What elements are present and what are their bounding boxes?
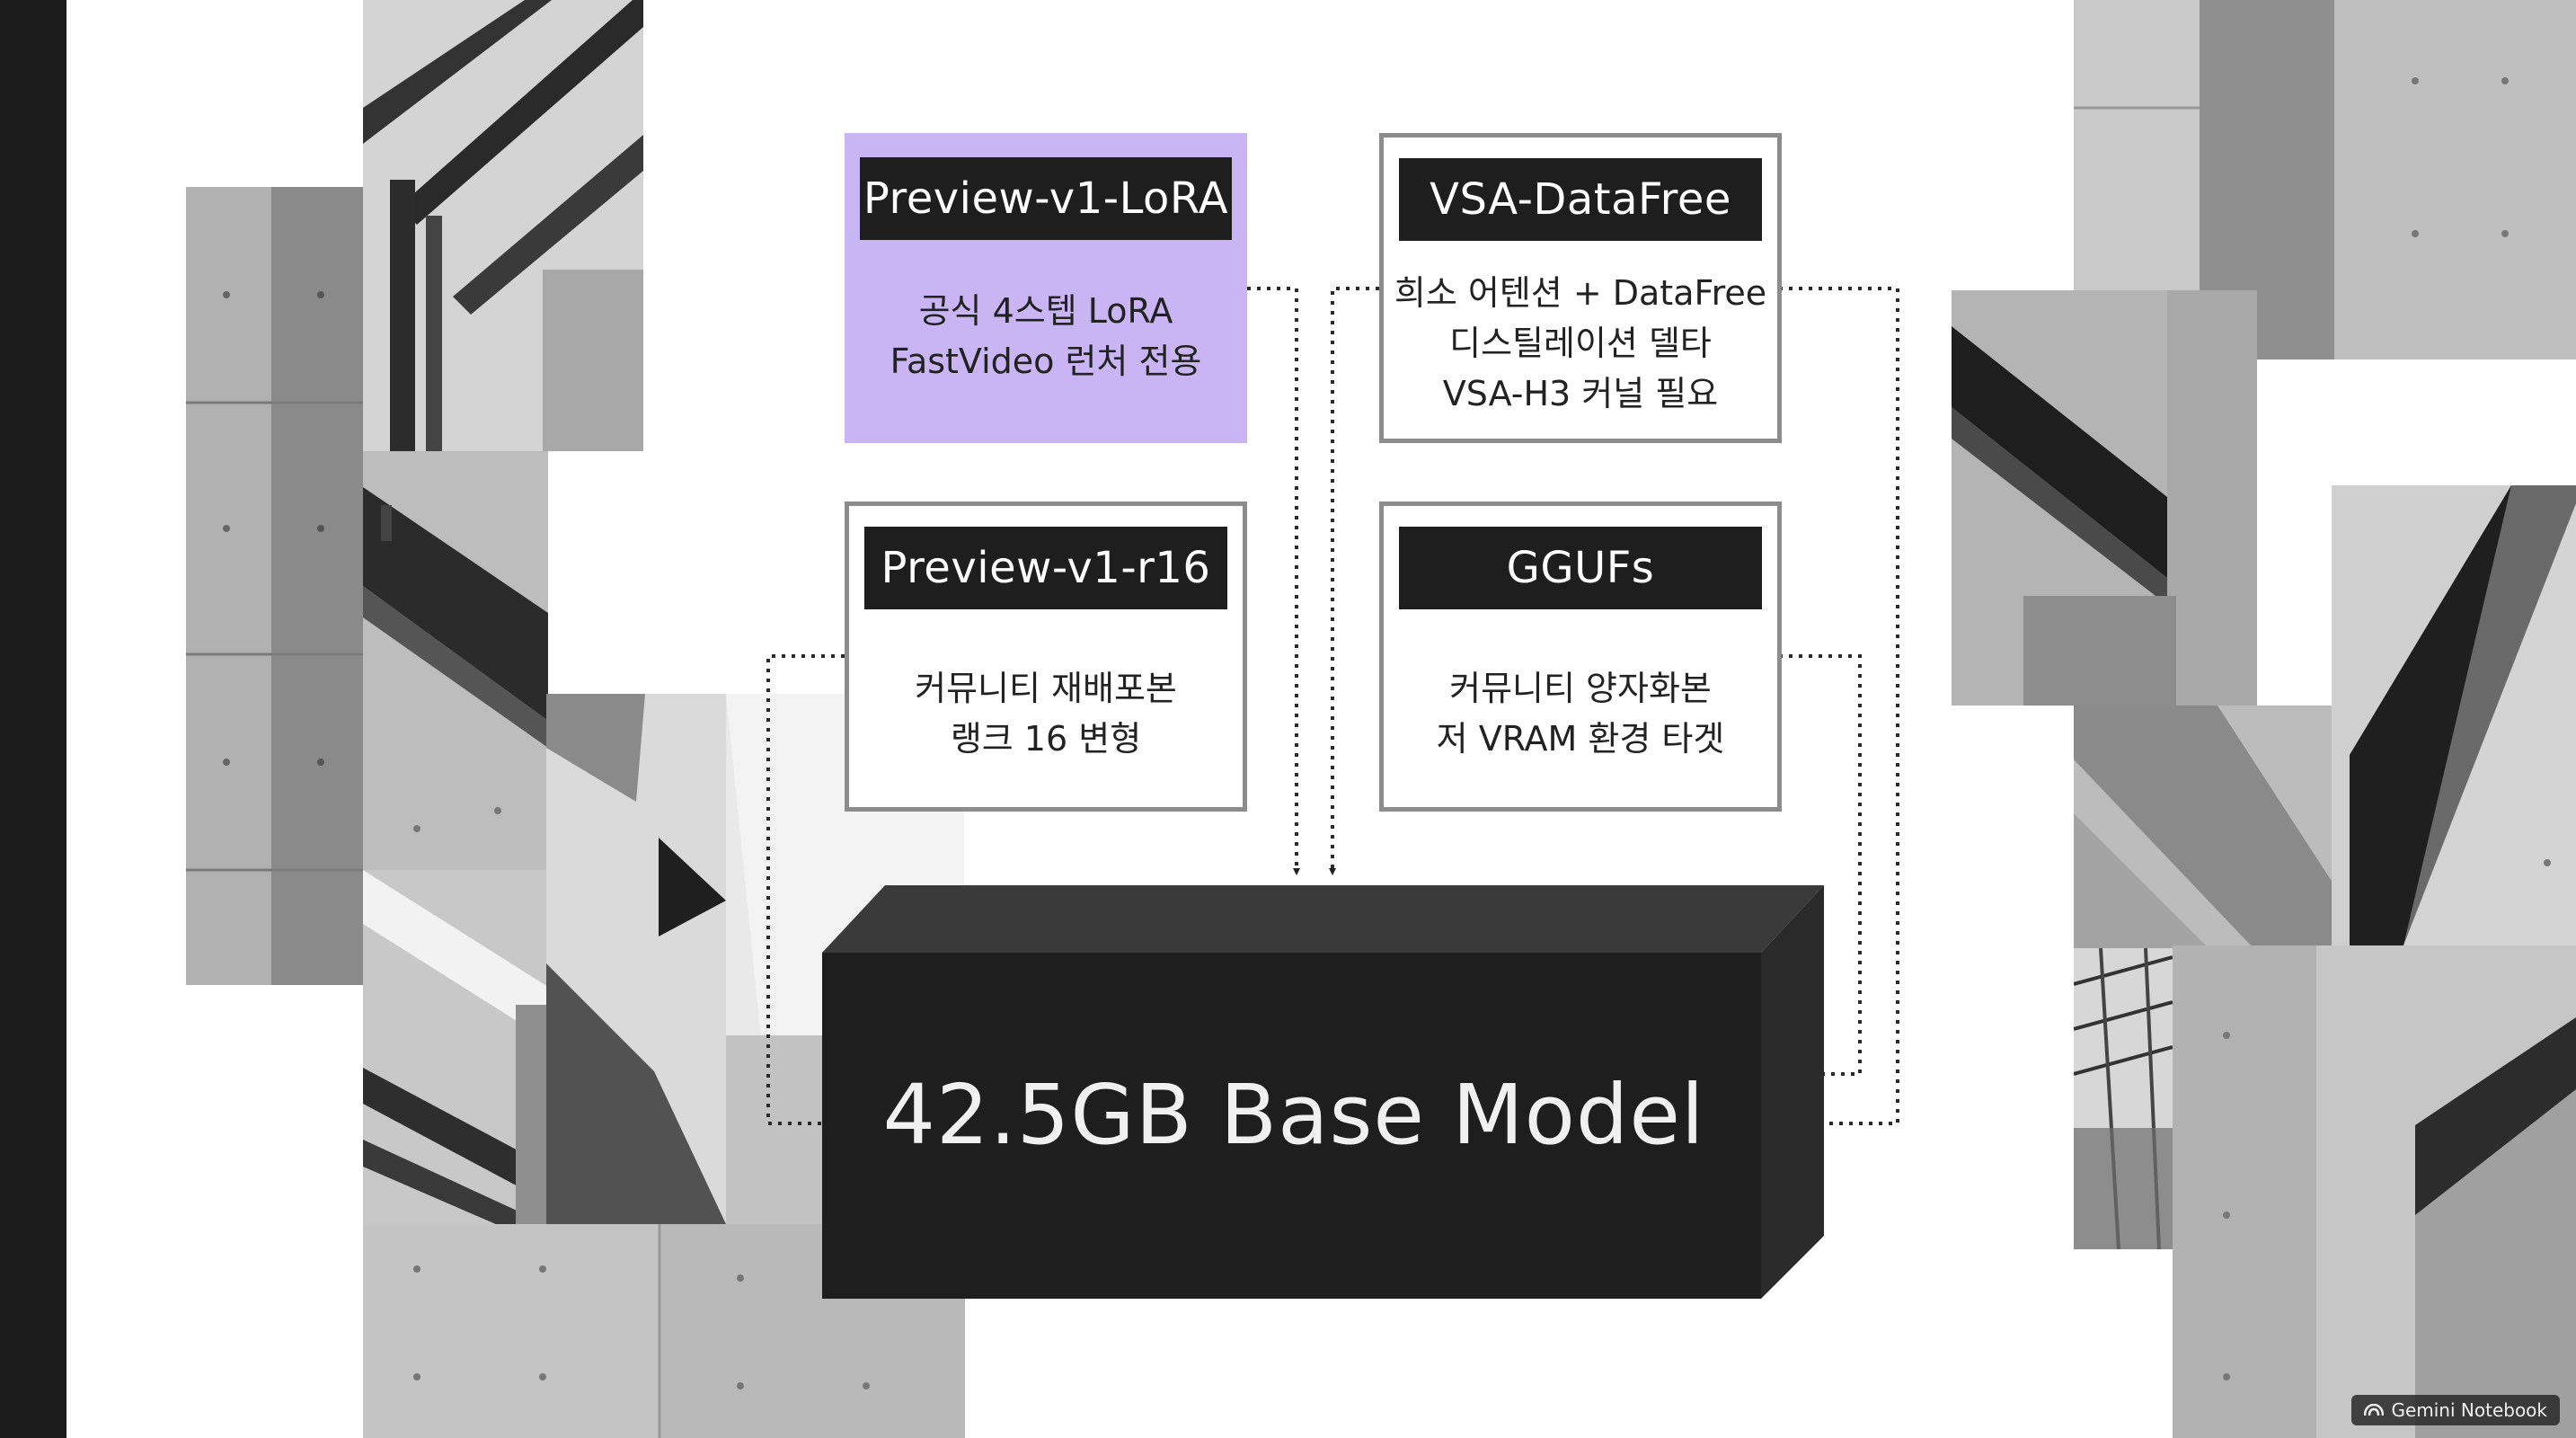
card-preview-v1-lora: Preview-v1-LoRA 공식 4스텝 LoRA FastVideo 런처…	[845, 133, 1247, 443]
concrete-angles-photo	[546, 694, 964, 1224]
card-title: Preview-v1-r16	[864, 527, 1227, 609]
card-line: FastVideo 런처 전용	[890, 342, 1202, 381]
card-title: Preview-v1-LoRA	[860, 157, 1232, 240]
card-line: 커뮤니티 재배포본	[915, 669, 1177, 708]
card-line: 커뮤니티 양자화본	[1449, 669, 1712, 708]
card-title: GGUFs	[1399, 527, 1762, 609]
card-line: 디스틸레이션 델타	[1449, 324, 1712, 363]
connector-preview-v1-lora	[1247, 287, 1300, 875]
glass-roof-photo	[2074, 948, 2173, 1249]
gemini-notebook-icon	[2364, 1404, 2385, 1416]
connector-vsa-datafree-outer	[1779, 287, 1899, 1125]
dark-wedge-photo	[2332, 485, 2576, 945]
left-dark-bar	[0, 0, 66, 1438]
card-preview-v1-r16: Preview-v1-r16 커뮤니티 재배포본 랭크 16 변형	[845, 502, 1247, 812]
steel-beams-photo-top	[363, 0, 643, 451]
card-description: 공식 4스텝 LoRA FastVideo 런처 전용	[845, 286, 1247, 386]
connector-ggufs	[1779, 654, 1862, 1076]
card-line: 랭크 16 변형	[950, 719, 1142, 759]
card-line: 공식 4스텝 LoRA	[918, 291, 1173, 331]
card-ggufs: GGUFs 커뮤니티 양자화본 저 VRAM 환경 타겟	[1379, 502, 1782, 812]
concrete-structure-photo-bottom-right	[2173, 945, 2576, 1438]
steel-frame-photo-low	[363, 870, 548, 1225]
steel-beam-photo-right	[1952, 290, 2257, 706]
concrete-wall-photo-bottom	[363, 1224, 965, 1438]
connector-vsa-datafree	[1329, 287, 1379, 875]
card-line: 희소 어텐션 + DataFree	[1394, 273, 1767, 313]
watermark-label: Gemini Notebook	[2391, 1399, 2547, 1421]
card-title: VSA-DataFree	[1399, 158, 1762, 241]
gemini-notebook-badge: Gemini Notebook	[2351, 1395, 2560, 1425]
card-vsa-datafree: VSA-DataFree 희소 어텐션 + DataFree 디스틸레이션 델타…	[1379, 133, 1782, 443]
card-description: 커뮤니티 재배포본 랭크 16 변형	[849, 663, 1243, 764]
card-line: 저 VRAM 환경 타겟	[1436, 719, 1725, 759]
concrete-beam-photo-mid	[363, 451, 548, 870]
concrete-column-photo	[186, 187, 366, 985]
card-description: 커뮤니티 양자화본 저 VRAM 환경 타겟	[1384, 663, 1777, 764]
card-line: VSA-H3 커널 필요	[1442, 374, 1719, 413]
base-model-label: 42.5GB Base Model	[882, 1066, 1705, 1163]
card-description: 희소 어텐션 + DataFree 디스틸레이션 델타 VSA-H3 커널 필요	[1384, 268, 1777, 419]
concrete-diagonal-photo	[2074, 706, 2334, 948]
